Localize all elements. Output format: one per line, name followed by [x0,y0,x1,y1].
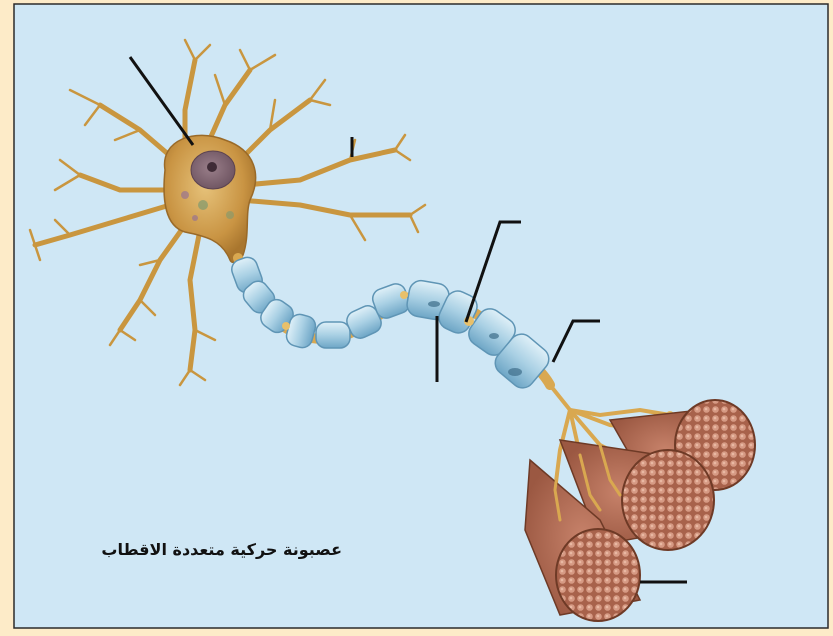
nucleolus [207,162,217,172]
diagram-caption: عصبونة حركية متعددة الاقطاب [52,540,342,560]
